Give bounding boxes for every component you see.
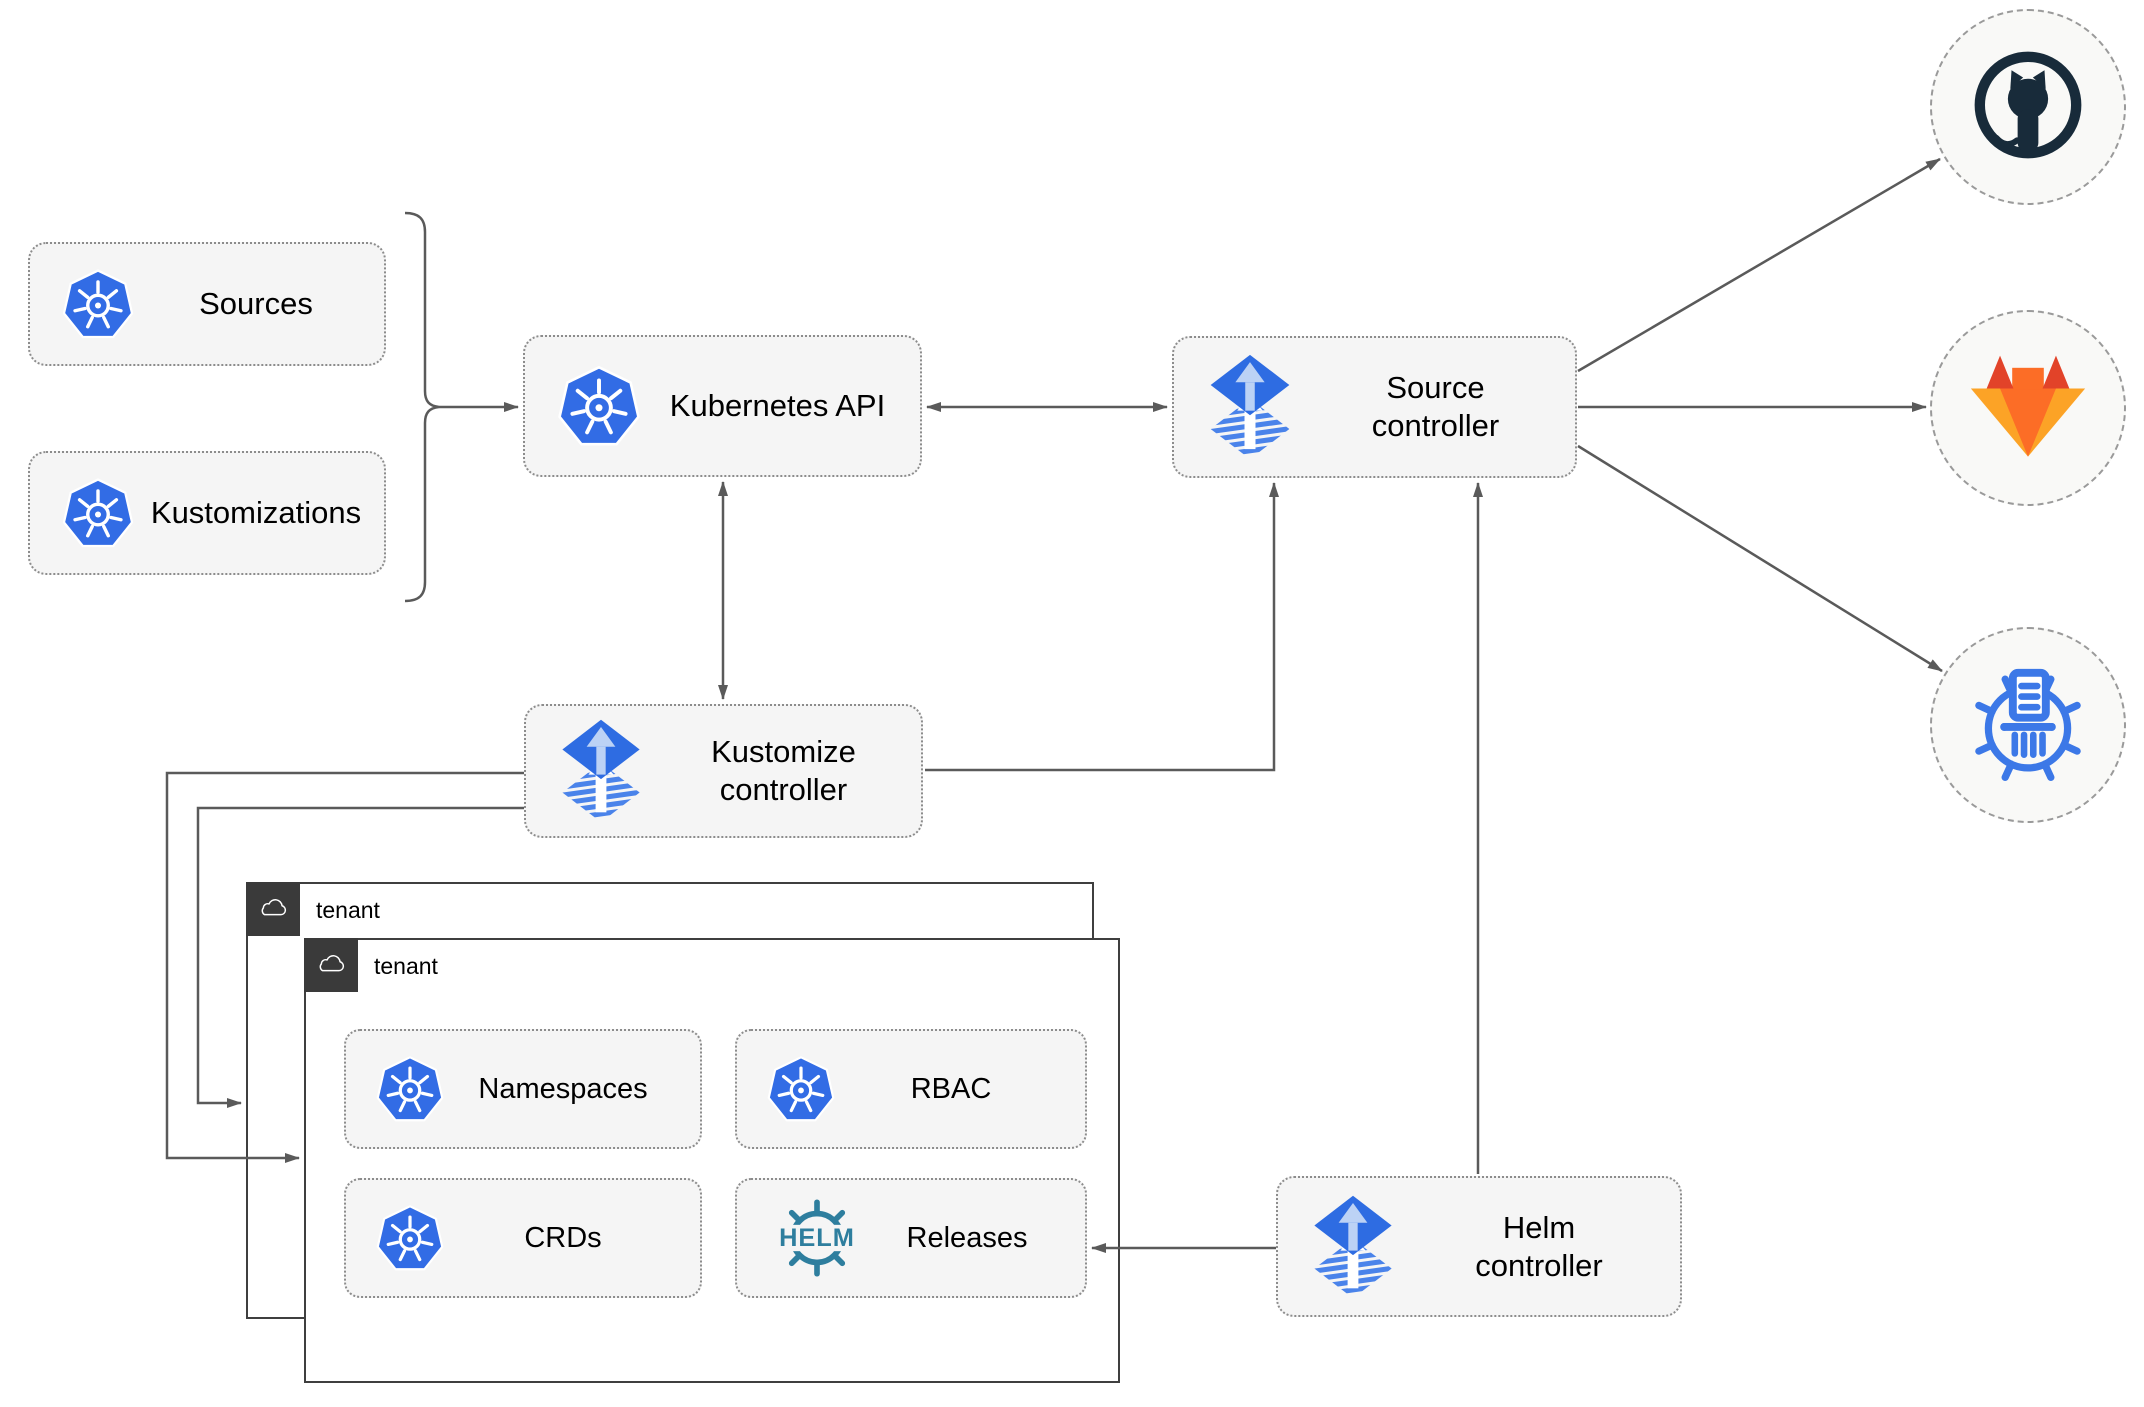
tenant-back-label: tenant: [316, 897, 380, 923]
arrow-kustomize-to-source-controller: [925, 482, 1279, 772]
rbac-label: RBAC: [910, 1072, 992, 1105]
releases-label: Releases: [906, 1221, 1028, 1254]
kubernetes-icon: [555, 362, 643, 450]
node-sources: Sources: [28, 242, 386, 366]
node-namespaces: Namespaces: [344, 1029, 702, 1149]
flux-arrow-diamond-icon: [556, 718, 646, 824]
namespaces-label: Namespaces: [478, 1072, 648, 1105]
arrow-source-controller-to-github: [1577, 157, 1941, 373]
kubernetes-icon: [374, 1202, 446, 1274]
node-kustomizations: Kustomizations: [28, 451, 386, 575]
node-kustomize-controller: Kustomize controller: [524, 704, 923, 838]
tenant-back-tab: [246, 882, 300, 936]
kubernetes-icon: [60, 266, 136, 342]
node-releases: HELM Releases: [735, 1178, 1087, 1298]
crds-label: CRDs: [524, 1221, 602, 1254]
chart-museum-icon: [1962, 657, 2094, 794]
kubernetes-icon: [374, 1053, 446, 1125]
cloud-icon: [256, 897, 290, 921]
cloud-icon: [314, 953, 348, 977]
node-helm-controller: Helm controller: [1276, 1176, 1682, 1317]
gitlab-tanuki-icon: [1967, 352, 2089, 464]
github-octocat-icon: [1967, 44, 2089, 171]
node-kubernetes-api: Kubernetes API: [523, 335, 922, 477]
tenant-front-tab: [304, 938, 358, 992]
sources-label: Sources: [199, 286, 313, 322]
bracket-group-shape: [404, 211, 440, 603]
external-gitlab: [1930, 310, 2126, 506]
arrow-source-controller-to-chartmuseum: [1577, 444, 1943, 673]
tenant-front-label: tenant: [374, 953, 438, 979]
kubernetes-icon: [765, 1053, 837, 1125]
flux-arrow-diamond-icon: [1308, 1194, 1398, 1300]
kustomize-controller-label: Kustomize controller: [711, 734, 856, 807]
flux-arrow-diamond-icon: [1204, 353, 1296, 461]
kustomizations-label: Kustomizations: [150, 495, 362, 531]
external-chartmuseum: [1930, 627, 2126, 823]
source-controller-label: Source controller: [1371, 370, 1500, 443]
node-rbac: RBAC: [735, 1029, 1087, 1149]
node-crds: CRDs: [344, 1178, 702, 1298]
node-source-controller: Source controller: [1172, 336, 1577, 478]
tenant-box-front: tenant Namespaces RBAC CRDs: [304, 938, 1120, 1383]
kubernetes-icon: [60, 475, 136, 551]
kubernetes-api-label: Kubernetes API: [669, 388, 886, 424]
helm-logo-text: HELM: [779, 1224, 855, 1252]
external-github: [1930, 9, 2126, 205]
helm-controller-label: Helm controller: [1475, 1209, 1603, 1283]
helm-wheel-icon: HELM: [765, 1191, 869, 1285]
